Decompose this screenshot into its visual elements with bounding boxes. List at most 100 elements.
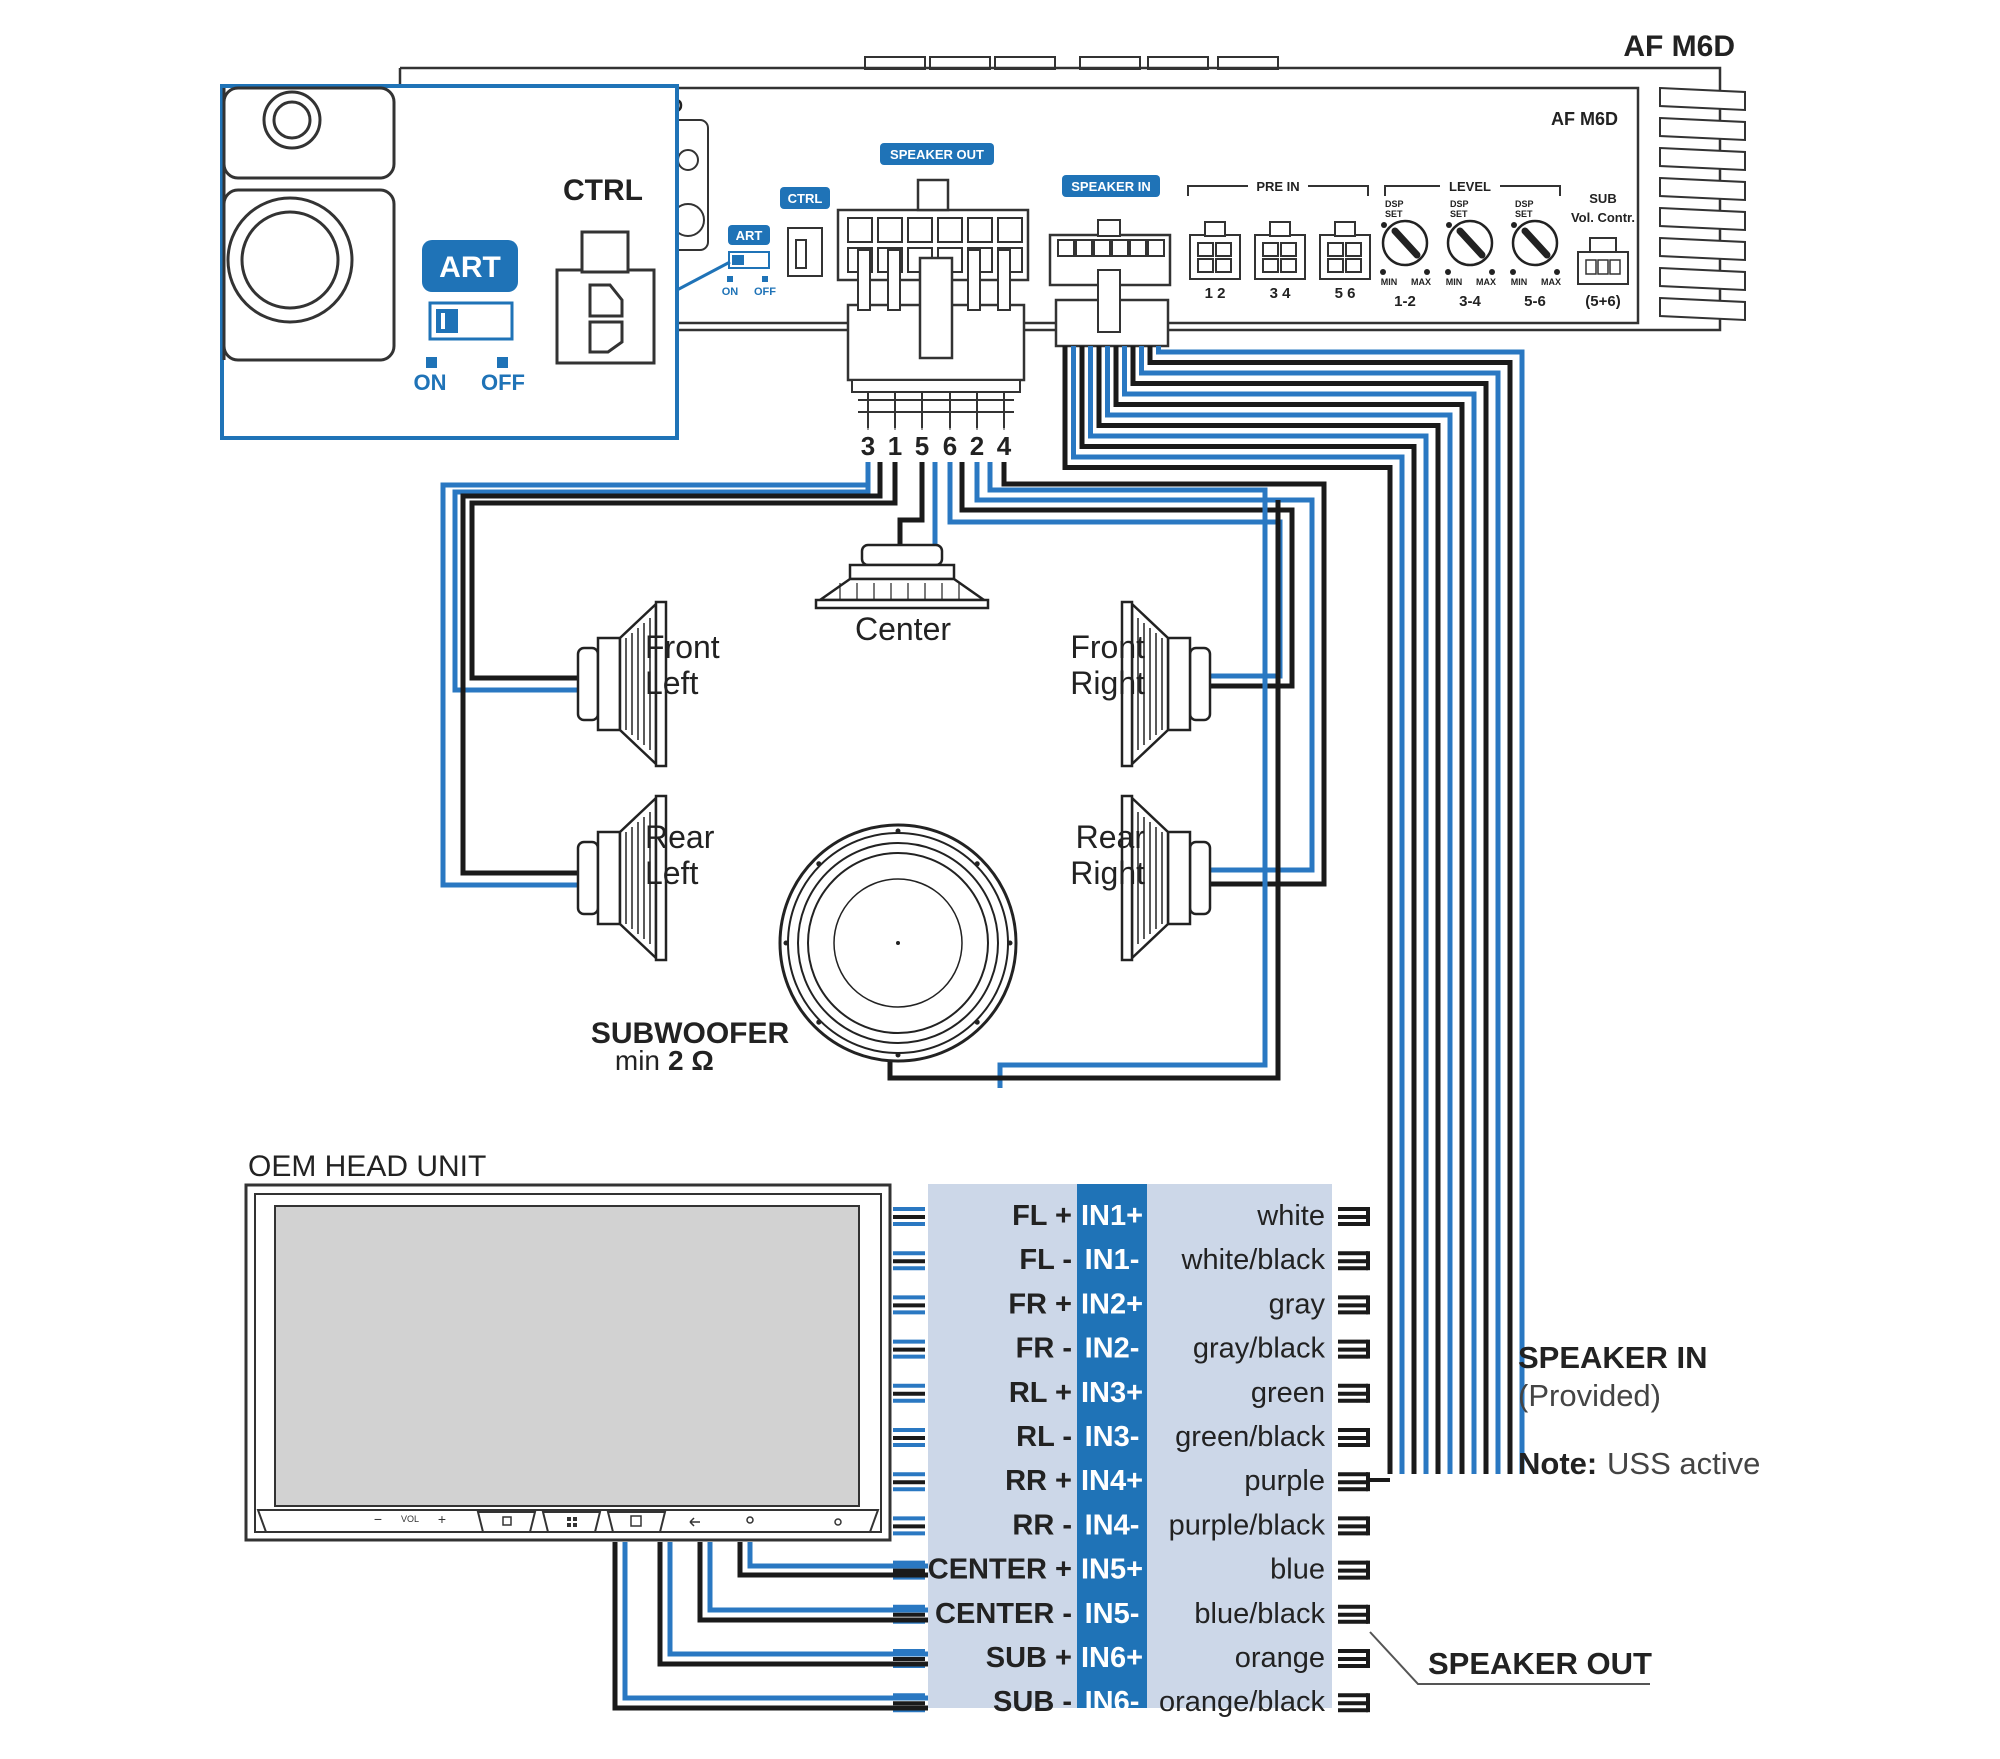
back-icon[interactable] xyxy=(689,1517,700,1527)
speaker-channel-cell: FR + xyxy=(1008,1288,1072,1320)
oem-head-unit: OEM HEAD UNIT − VOL + xyxy=(244,1150,925,1713)
front-left-label-2: Left xyxy=(645,665,698,701)
rear-right-label-1: Rear xyxy=(1076,819,1146,855)
min-label: MIN xyxy=(1381,277,1398,287)
input-channel-cell: IN3- xyxy=(1085,1421,1140,1453)
note-text: USS active xyxy=(1607,1446,1760,1481)
art-label-bg xyxy=(728,225,770,245)
input-channel-cell: IN5- xyxy=(1085,1598,1140,1630)
art-off-label: OFF xyxy=(754,286,776,298)
amplifier: AF M6D AF M6D D ART ON OFF CTRL SPEAKER … xyxy=(398,30,1746,393)
subwoofer-speaker xyxy=(778,823,1018,1063)
wire-color-cell: green xyxy=(1251,1377,1325,1409)
speaker-out-callout: SPEAKER OUT xyxy=(1428,1646,1652,1681)
wire-color-cell: white/black xyxy=(1181,1244,1326,1276)
front-right-label-1: Front xyxy=(1070,629,1145,665)
pre-in-port-label: 5 6 xyxy=(1335,285,1356,302)
speaker-channel-cell: SUB - xyxy=(993,1686,1072,1718)
head-unit-button-3[interactable] xyxy=(606,1511,667,1533)
dsp-label: DSP xyxy=(1385,199,1404,209)
wiring-table-row: FR -IN2-gray/black xyxy=(1016,1333,1326,1365)
speaker-in-connector[interactable] xyxy=(1048,219,1172,348)
speaker-channel-cell: RL + xyxy=(1009,1377,1072,1409)
min-label: MIN xyxy=(1511,277,1528,287)
inset-off-label: OFF xyxy=(481,370,525,395)
speaker-in-note-title: SPEAKER IN xyxy=(1518,1340,1707,1375)
wire-color-cell: blue xyxy=(1270,1554,1325,1586)
speaker-out-wires xyxy=(440,392,1327,1088)
max-label: MAX xyxy=(1411,277,1431,287)
speaker-out-connector[interactable] xyxy=(836,178,1030,393)
wire-color-cell: orange xyxy=(1235,1642,1325,1674)
wire-color-cell: green/black xyxy=(1175,1421,1325,1453)
wiring-table-row: FR + IN2+ gray xyxy=(1008,1288,1325,1320)
dsp-label: DSP xyxy=(1450,199,1469,209)
speaker-in-wires xyxy=(1062,346,1525,1474)
output-pin-number: 2 xyxy=(970,431,984,461)
speaker-in-port-label: SPEAKER IN xyxy=(1071,179,1150,194)
input-channel-cell: IN1- xyxy=(1085,1244,1140,1276)
input-channel-cell: IN6+ xyxy=(1081,1642,1143,1674)
subwoofer-min-label: min xyxy=(615,1045,660,1076)
speakers xyxy=(576,543,1212,1063)
note-label: Note: xyxy=(1518,1446,1597,1481)
input-channel-cell: IN4- xyxy=(1085,1509,1140,1541)
vol-minus-button[interactable]: − xyxy=(374,1511,382,1527)
vol-plus-button[interactable]: + xyxy=(438,1511,446,1527)
front-left-label-1: Front xyxy=(645,629,720,665)
rear-left-speaker xyxy=(576,794,668,962)
center-speaker-label: Center xyxy=(855,611,951,647)
speaker-channel-cell: FR - xyxy=(1016,1333,1072,1365)
art-label: ART xyxy=(736,228,763,243)
dsp-label: DSP xyxy=(1515,199,1534,209)
wire-color-cell: white xyxy=(1256,1200,1325,1232)
pre-in-port-label: 3 4 xyxy=(1270,285,1292,302)
wire-color-cell: gray/black xyxy=(1193,1333,1326,1365)
wiring-table-row: SUB + IN6+ orange xyxy=(986,1642,1325,1674)
head-unit-button-2[interactable] xyxy=(541,1511,602,1533)
input-channel-cell: IN6- xyxy=(1085,1686,1140,1718)
speaker-channel-cell: RL - xyxy=(1016,1421,1072,1453)
art-on-label: ON xyxy=(722,286,739,298)
wire-color-cell: gray xyxy=(1269,1288,1326,1320)
head-unit-button-1[interactable] xyxy=(476,1511,537,1533)
set-label: SET xyxy=(1385,209,1403,219)
subwoofer-ohm-label: 2 Ω xyxy=(668,1045,714,1076)
wire-color-cell: orange/black xyxy=(1159,1686,1326,1718)
input-channel-cell: IN3+ xyxy=(1081,1377,1143,1409)
vol-contr-label: Vol. Contr. xyxy=(1571,210,1635,225)
input-channel-cell: IN5+ xyxy=(1081,1554,1143,1586)
mic-icon xyxy=(746,1516,754,1524)
ctrl-label: CTRL xyxy=(788,191,823,206)
vol-label: VOL xyxy=(401,1514,419,1524)
sub-label: SUB xyxy=(1589,191,1616,206)
level-knob-label: 3-4 xyxy=(1459,293,1481,310)
output-pin-number: 4 xyxy=(997,431,1012,461)
input-channel-cell: IN2+ xyxy=(1081,1288,1143,1320)
wiring-table-input-column xyxy=(1077,1184,1147,1708)
head-unit-screen[interactable] xyxy=(274,1205,860,1507)
speaker-channel-cell: FL - xyxy=(1019,1244,1072,1276)
output-pin-number: 1 xyxy=(888,431,902,461)
level-knob-label: 1-2 xyxy=(1394,293,1416,310)
inset-on-label: ON xyxy=(414,370,447,395)
wiring-table-row: CENTER +IN5+blue xyxy=(928,1554,1325,1586)
wire-color-cell: purple/black xyxy=(1169,1509,1326,1541)
power-icon[interactable] xyxy=(834,1518,842,1526)
speaker-in-provided: (Provided) xyxy=(1518,1378,1661,1413)
speaker-out-port-label: SPEAKER OUT xyxy=(890,147,984,162)
input-channel-cell: IN1+ xyxy=(1081,1200,1143,1232)
wiring-table-row: CENTER -IN5-blue/black xyxy=(935,1598,1325,1630)
speaker-channel-cell: CENTER - xyxy=(935,1598,1072,1630)
amp-model-title: AF M6D xyxy=(1623,30,1735,63)
level-knob-label: 5-6 xyxy=(1524,293,1546,310)
wiring-table-row: FL +IN1+white xyxy=(1012,1200,1325,1232)
speaker-channel-cell: SUB + xyxy=(986,1642,1072,1674)
rear-right-label-2: Right xyxy=(1070,855,1145,891)
front-right-label-2: Right xyxy=(1070,665,1145,701)
rear-right-speaker xyxy=(1120,794,1212,962)
head-unit-harness xyxy=(612,1542,928,1711)
wiring-table-row: SUB - IN6- orange/black xyxy=(993,1686,1325,1718)
